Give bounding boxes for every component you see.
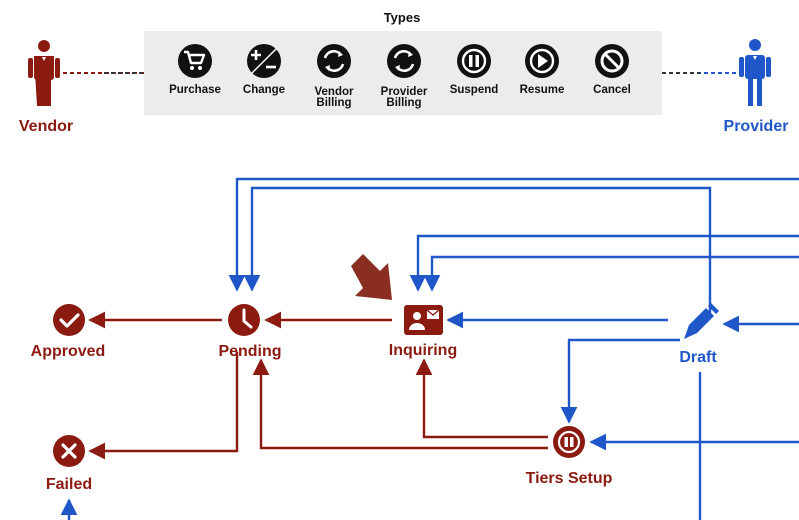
vendor-label: Vendor (19, 118, 73, 135)
edge-pending-to-failed (88, 352, 239, 460)
cycle-icon (317, 44, 351, 78)
legend-label-provider-billing-line1: Provider (381, 86, 428, 98)
x-icon (53, 435, 85, 467)
draft-label: Draft (679, 349, 717, 366)
edge-tiers-setup-to-inquiring (415, 358, 548, 439)
pointer-arrow (351, 254, 392, 300)
legend-label-vendor-billing-line2: Billing (316, 97, 351, 109)
contact-card-icon (404, 305, 443, 335)
edge-draft-to-tiers-setup (560, 338, 680, 424)
plus-minus-icon (247, 44, 281, 78)
inquiring-label: Inquiring (389, 342, 457, 359)
vendor-person-icon (28, 40, 60, 106)
play-icon (525, 44, 559, 78)
approved-node[interactable]: Approved (31, 304, 106, 360)
prohibited-icon (595, 44, 629, 78)
legend-label-resume: Resume (520, 84, 565, 96)
legend-label-provider-billing-line2: Billing (386, 97, 421, 109)
provider-person-icon (739, 39, 771, 106)
legend-label-suspend: Suspend (450, 84, 499, 96)
cart-icon (178, 44, 212, 78)
tiers-setup-node[interactable]: Tiers Setup (526, 426, 613, 487)
pending-label: Pending (218, 343, 281, 360)
legend-label-purchase: Purchase (169, 84, 221, 96)
check-icon (53, 304, 85, 336)
edge-draft-to-pending (243, 186, 712, 318)
failed-node[interactable]: Failed (46, 435, 92, 493)
edge-provider-to-pending-outer (228, 177, 799, 292)
edge-tiers-setup-to-pending (252, 358, 548, 450)
edge-provider-to-inquiring-outer (409, 234, 799, 292)
pause-icon (553, 426, 585, 458)
provider-label: Provider (724, 118, 789, 135)
cycle-icon (387, 44, 421, 78)
legend-label-change: Change (243, 84, 285, 96)
pause-icon (457, 44, 491, 78)
legend-label-vendor-billing-line1: Vendor (315, 86, 355, 98)
legend-label-cancel: Cancel (593, 84, 631, 96)
inquiring-node[interactable]: Inquiring (389, 305, 457, 359)
approved-label: Approved (31, 343, 106, 360)
pencil-icon (684, 303, 719, 339)
vendor-flows (88, 311, 548, 460)
legend-title: Types (384, 10, 421, 25)
tiers-setup-label: Tiers Setup (526, 470, 613, 487)
failed-label: Failed (46, 476, 92, 493)
provider-flows (60, 177, 799, 520)
pending-node[interactable]: Pending (218, 304, 282, 360)
clock-icon (228, 304, 260, 336)
edge-provider-to-inquiring-inner (423, 255, 799, 292)
draft-node[interactable]: Draft (679, 303, 719, 366)
